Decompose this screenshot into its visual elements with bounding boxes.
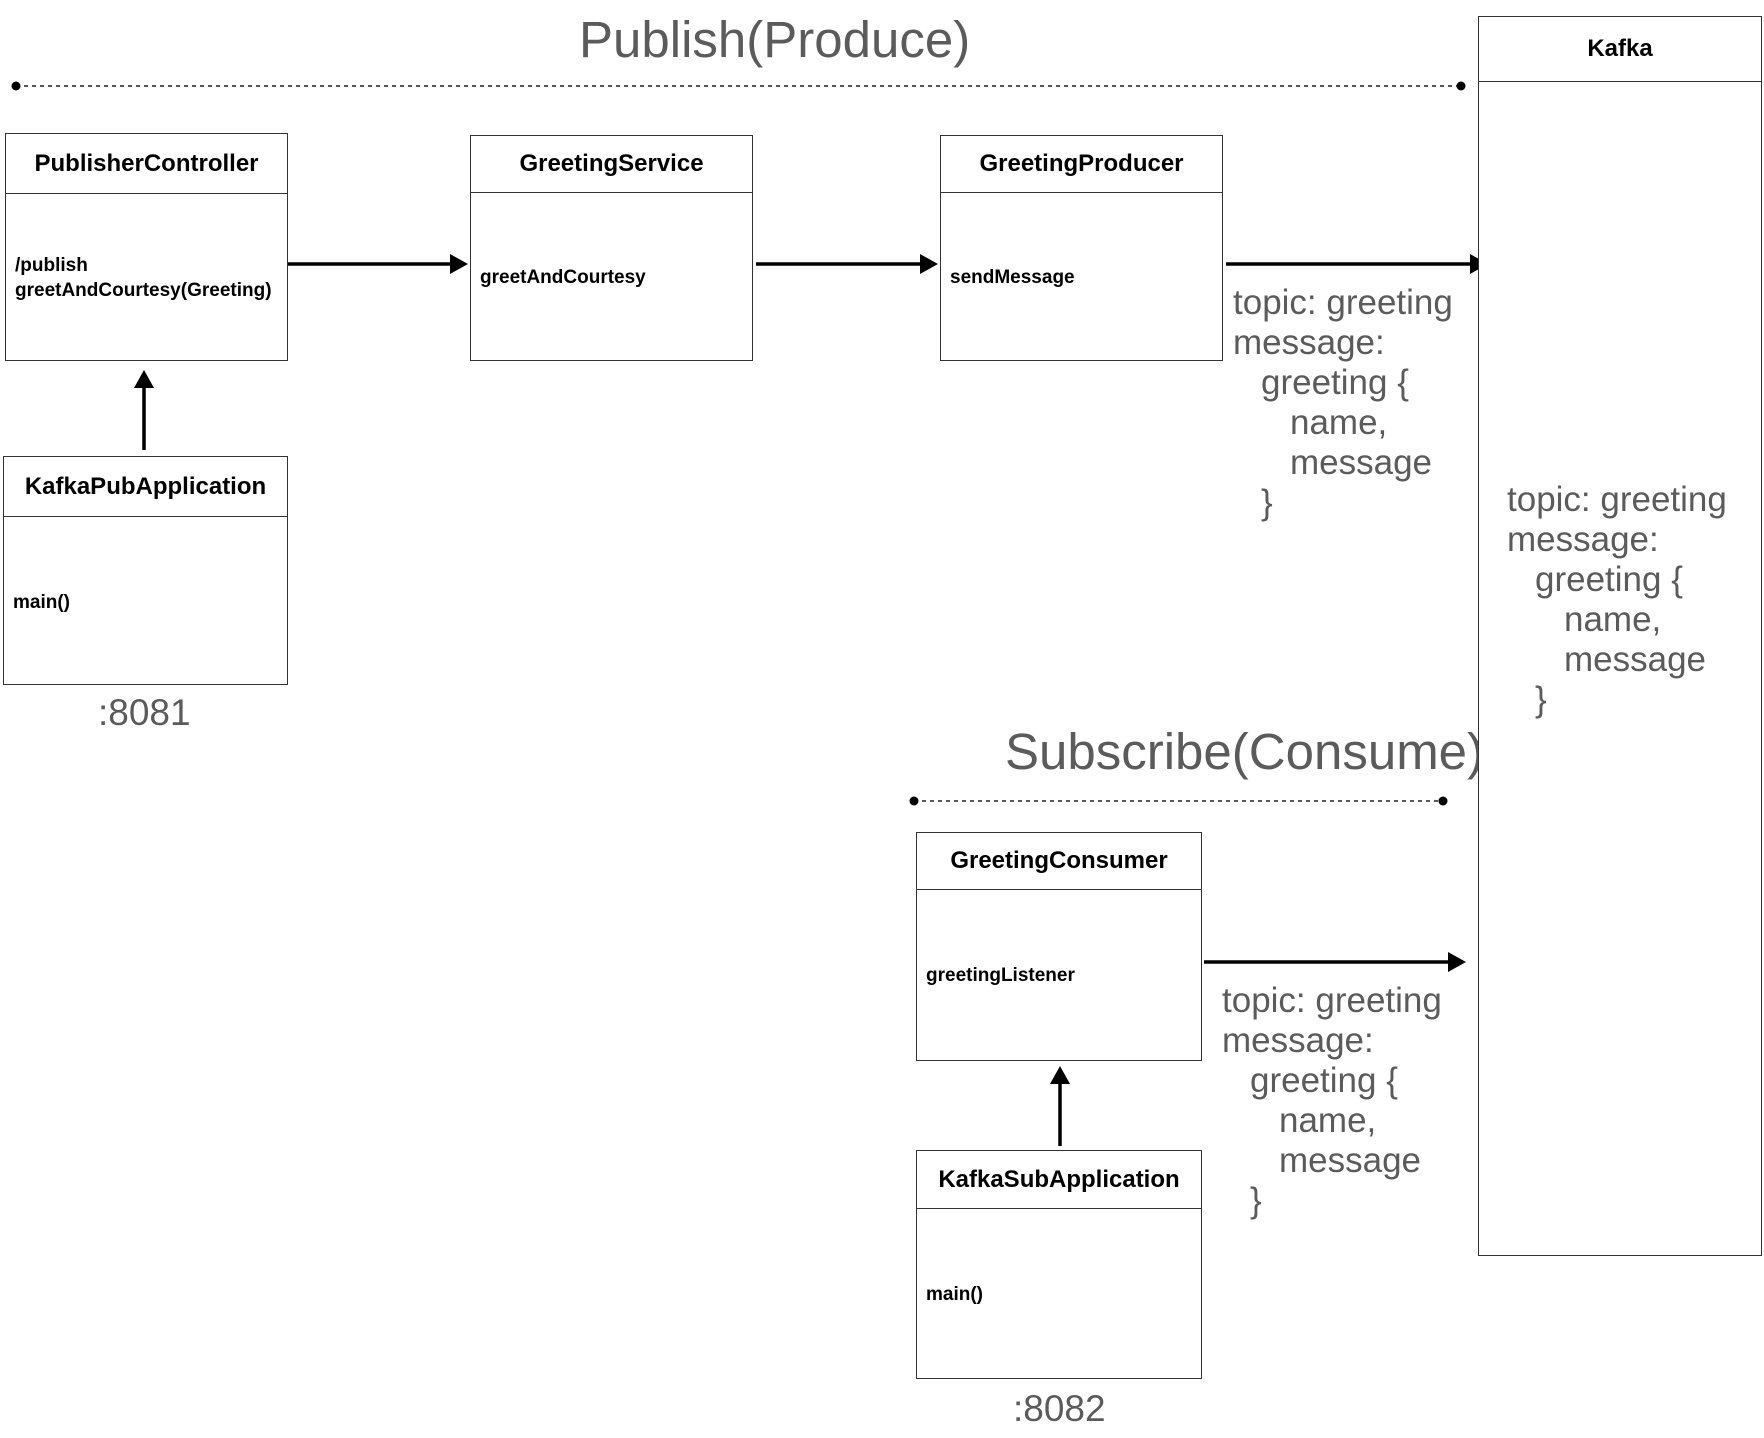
- publish-separator: [11, 81, 1466, 91]
- subscriber-port-label: :8082: [1013, 1388, 1106, 1429]
- subscribe-field-name: name,: [1279, 1101, 1377, 1140]
- publish-field-message: message: [1290, 443, 1433, 482]
- subscribe-greeting-close: }: [1250, 1181, 1262, 1220]
- kafka-pub-application-box: KafkaPubApplication main(): [3, 456, 288, 685]
- kafka-greeting-close: }: [1535, 680, 1547, 719]
- greeting-service-box: GreetingService greetAndCourtesy: [470, 135, 753, 361]
- publish-message-payload: topic: greeting message: greeting { name…: [1233, 283, 1453, 523]
- greeting-producer-method: sendMessage: [950, 267, 1075, 288]
- kafka-pub-application-method: main(): [13, 592, 70, 613]
- arrow-pubapp-to-controller: [134, 370, 154, 450]
- publisher-port-label: :8081: [98, 692, 191, 733]
- arrow-service-to-producer: [756, 254, 938, 274]
- kafka-message-payload: topic: greeting message: greeting { name…: [1507, 480, 1727, 720]
- kafka-sub-application-title: KafkaSubApplication: [917, 1151, 1201, 1209]
- greet-and-courtesy-method: greetAndCourtesy(Greeting): [15, 280, 272, 301]
- publish-field-name: name,: [1290, 403, 1388, 442]
- publish-endpoint-label: /publish: [15, 255, 88, 276]
- greeting-producer-box: GreetingProducer sendMessage: [940, 135, 1223, 361]
- publish-greeting-close: }: [1261, 483, 1273, 522]
- kafka-message-label: message:: [1507, 520, 1659, 559]
- subscribe-title: Subscribe(Consume): [1005, 723, 1485, 780]
- arrow-subapp-to-consumer: [1050, 1066, 1070, 1146]
- kafka-sub-application-box: KafkaSubApplication main(): [916, 1150, 1202, 1379]
- kafka-pub-application-title: KafkaPubApplication: [4, 457, 287, 517]
- greeting-consumer-title: GreetingConsumer: [917, 833, 1201, 890]
- greeting-service-method: greetAndCourtesy: [480, 267, 646, 288]
- subscribe-message-payload: topic: greeting message: greeting { name…: [1222, 981, 1442, 1221]
- arrow-consumer-to-kafka: [1204, 952, 1466, 972]
- greeting-consumer-box: GreetingConsumer greetingListener: [916, 832, 1202, 1061]
- kafka-box: Kafka topic: greeting message: greeting …: [1478, 16, 1762, 1256]
- kafka-field-name: name,: [1564, 600, 1662, 639]
- subscribe-message-label: message:: [1222, 1021, 1374, 1060]
- publisher-controller-methods: /publish greetAndCourtesy(Greeting): [15, 253, 283, 303]
- publish-title: Publish(Produce): [579, 11, 971, 68]
- kafka-sub-application-method: main(): [926, 1284, 983, 1305]
- publish-topic-label: topic: greeting: [1233, 283, 1453, 322]
- greeting-producer-title: GreetingProducer: [941, 136, 1222, 193]
- kafka-field-message: message: [1564, 640, 1707, 679]
- subscribe-topic-label: topic: greeting: [1222, 981, 1442, 1020]
- subscribe-field-message: message: [1279, 1141, 1422, 1180]
- publish-message-label: message:: [1233, 323, 1385, 362]
- publish-greeting-open: greeting {: [1261, 363, 1409, 402]
- subscribe-separator: [909, 796, 1448, 806]
- kafka-greeting-open: greeting {: [1535, 560, 1683, 599]
- arrow-controller-to-service: [288, 254, 468, 274]
- greeting-service-title: GreetingService: [471, 136, 752, 193]
- arrow-producer-to-kafka: [1226, 254, 1488, 274]
- publisher-controller-box: PublisherController /publish greetAndCou…: [5, 133, 288, 361]
- subscribe-greeting-open: greeting {: [1250, 1061, 1398, 1100]
- greeting-consumer-method: greetingListener: [926, 965, 1075, 986]
- publisher-controller-title: PublisherController: [6, 134, 287, 194]
- kafka-title: Kafka: [1479, 17, 1761, 82]
- kafka-topic-label: topic: greeting: [1507, 480, 1727, 519]
